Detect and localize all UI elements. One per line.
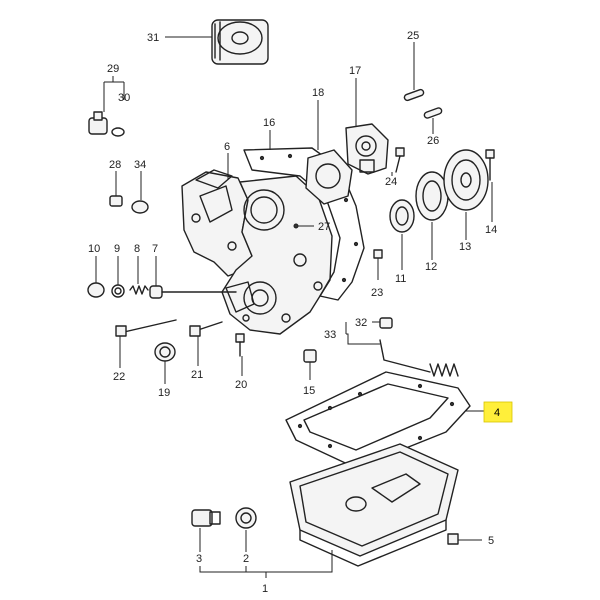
callout-21: 21 <box>191 369 203 381</box>
cap-10-part <box>87 282 105 298</box>
plunger-7-part <box>149 285 237 299</box>
pin-26-part <box>423 107 443 119</box>
callout-3: 3 <box>196 553 202 565</box>
plug-15-part <box>303 349 317 363</box>
callout-24: 24 <box>385 176 397 188</box>
callout-11: 11 <box>395 273 406 285</box>
callout-22: 22 <box>113 371 125 383</box>
callout-15: 15 <box>303 385 315 397</box>
callout-18: 18 <box>312 87 324 99</box>
callout-1: 1 <box>262 583 268 595</box>
callout-9: 9 <box>114 243 120 255</box>
plug-34-part <box>131 200 149 214</box>
oil-pump-part <box>345 123 389 175</box>
oil-pipe-part <box>379 317 459 377</box>
spring-8-part <box>129 285 149 295</box>
callout-26: 26 <box>427 135 439 147</box>
callout-31: 31 <box>147 32 159 44</box>
breather-cap-part <box>88 111 125 137</box>
gear-case-part <box>181 169 333 335</box>
callout-19: 19 <box>158 387 170 399</box>
callout-34: 34 <box>134 159 146 171</box>
callout-2: 2 <box>243 553 249 565</box>
callout-20: 20 <box>235 379 247 391</box>
callout-30: 30 <box>118 92 130 104</box>
plug-28-part <box>109 195 123 207</box>
callout-4[interactable]: 4 <box>494 407 500 419</box>
bearing-11-part <box>389 199 415 233</box>
bolt-23-part <box>373 249 383 259</box>
bolt-21-part <box>189 321 223 337</box>
oil-pan-gasket-part <box>285 371 471 469</box>
bolt-14-part <box>485 149 495 181</box>
gear-12-part <box>415 171 449 221</box>
callout-5: 5 <box>488 535 494 547</box>
callout-14: 14 <box>485 224 497 236</box>
callout-23: 23 <box>371 287 383 299</box>
callout-32: 32 <box>355 317 367 329</box>
callout-13: 13 <box>459 241 471 253</box>
callout-28: 28 <box>109 159 121 171</box>
callout-6: 6 <box>224 141 230 153</box>
pin-25-part <box>403 88 425 102</box>
part-4-highlight <box>483 401 513 423</box>
gear-13-part <box>443 149 489 211</box>
callout-17: 17 <box>349 65 361 77</box>
bolt-24-part <box>395 147 405 173</box>
callout-16: 16 <box>263 117 275 129</box>
washer-9-part <box>111 284 125 298</box>
callout-7: 7 <box>152 243 158 255</box>
callout-10: 10 <box>88 243 100 255</box>
bolt-20-part <box>235 333 245 357</box>
oil-seal-19-part <box>154 342 176 362</box>
bolt-5-part <box>447 533 459 545</box>
pump-cover-part <box>305 149 353 205</box>
oil-filter-part <box>211 19 269 65</box>
bolt-22-part <box>115 319 177 337</box>
callout-12: 12 <box>425 261 437 273</box>
callout-27: 27 <box>318 221 330 233</box>
washer-2-part <box>235 507 257 529</box>
oil-pan-part <box>289 443 459 567</box>
callout-29: 29 <box>107 63 119 75</box>
drain-plug-3-part <box>191 509 221 527</box>
callout-25: 25 <box>407 30 419 42</box>
callout-8: 8 <box>134 243 140 255</box>
callout-33: 33 <box>324 329 336 341</box>
